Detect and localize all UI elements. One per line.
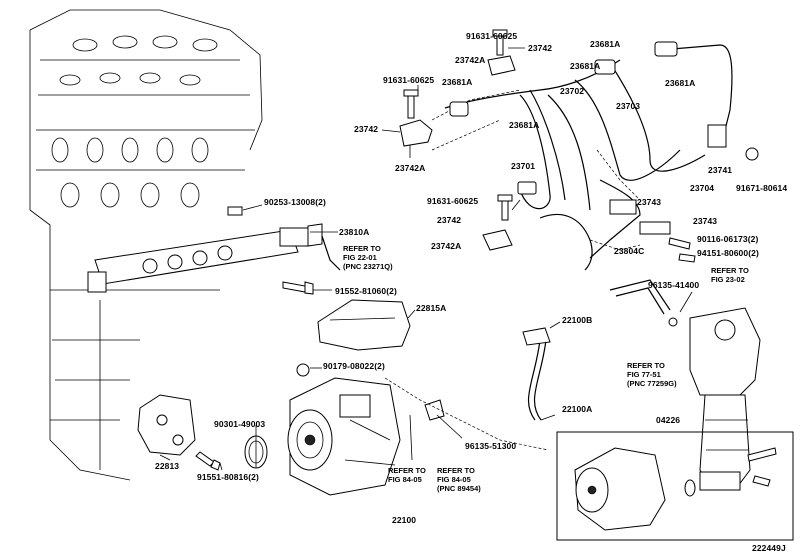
part-label: 96135-51300 (465, 441, 517, 451)
part-label: 23702 (560, 86, 585, 96)
part-label: 22813 (155, 461, 180, 471)
part-label: 23804C (614, 246, 645, 256)
bolt-90253 (227, 206, 243, 216)
common-rail (87, 223, 341, 293)
engine-block (29, 9, 263, 481)
part-label: 04226 (656, 415, 681, 425)
part-label: 22100 (392, 515, 417, 525)
part-label: 23810A (339, 227, 370, 237)
part-label: 22815A (416, 303, 447, 313)
kit-pump-04226 (574, 447, 777, 531)
clamp-23742 (399, 119, 433, 147)
part-label: 23743 (693, 216, 718, 226)
part-label: 23681A (442, 77, 473, 87)
part-label: 23681A (509, 120, 540, 130)
kit-box-04226 (556, 431, 794, 541)
part-label: 23701 (511, 161, 536, 171)
part-label: 23681A (570, 61, 601, 71)
part-label: 23681A (665, 78, 696, 88)
part-label: 22100A (562, 404, 593, 414)
part-label: 23743 (637, 197, 662, 207)
part-label: 23741 (708, 165, 733, 175)
part-label: 90179-08022(2) (323, 361, 385, 371)
part-label: 23742A (455, 55, 486, 65)
part-label: 91631-60625 (466, 31, 518, 41)
part-label: 23742A (431, 241, 462, 251)
part-label: 23742 (354, 124, 379, 134)
part-label: 22100B (562, 315, 593, 325)
bracket-22813 (137, 394, 196, 456)
drawing-id: 222449J (752, 543, 786, 553)
bolt-91552 (282, 281, 306, 293)
part-label: 90301-49003 (214, 419, 266, 429)
part-label: 96135-41400 (648, 280, 700, 290)
part-label: 94151-80600(2) (697, 248, 759, 258)
part-label: 90253-13008(2) (264, 197, 326, 207)
part-label: 91551-80816(2) (197, 472, 259, 482)
part-label: 91631-60625 (427, 196, 479, 206)
pump-cover-22815A (317, 299, 411, 351)
part-label: 91671-80614 (736, 183, 788, 193)
part-label: 23742 (437, 215, 462, 225)
part-label: 23703 (616, 101, 641, 111)
part-label: 23742 (528, 43, 553, 53)
fuel-hose-22100A (527, 339, 541, 421)
part-label: 23704 (690, 183, 715, 193)
part-label: 23742A (395, 163, 426, 173)
part-label: 23681A (590, 39, 621, 49)
part-label: 90116-06173(2) (697, 234, 759, 244)
supply-pump-22100 (287, 363, 401, 496)
callout-lines (159, 47, 693, 471)
part-label: 91631-60625 (383, 75, 435, 85)
part-label: 91552-81060(2) (335, 286, 397, 296)
